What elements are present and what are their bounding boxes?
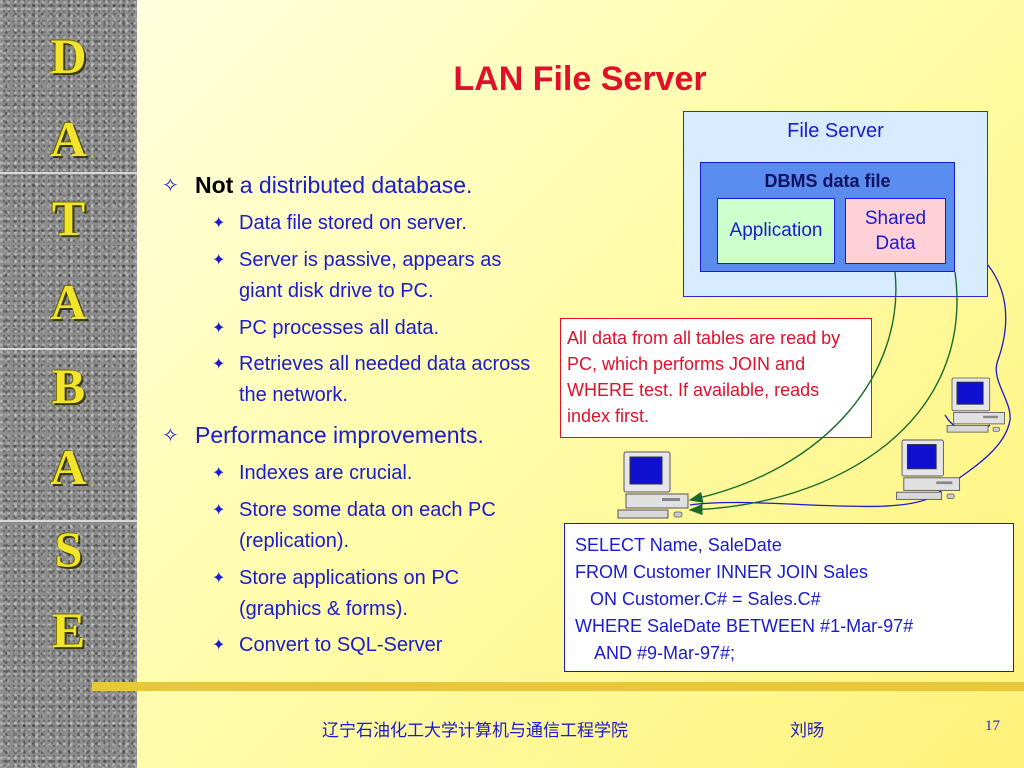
footer-author: 刘旸 (790, 721, 824, 741)
sidebar-divider (0, 172, 137, 174)
sidebar-letter: S (54, 521, 83, 577)
shared-data-label-line1: Shared (864, 208, 927, 229)
shared-data-label-line2: Data (875, 233, 916, 254)
dbms-label: DBMS data file (764, 171, 891, 191)
bullet-star-icon: ✦ (212, 570, 226, 587)
sql-query-box: SELECT Name, SaleDate FROM Customer INNE… (564, 523, 1014, 672)
bullet-text: Server is passive, appears as giant disk… (239, 249, 502, 302)
bullet-text: Data file stored on server. (239, 212, 467, 234)
file-server-label: File Server (787, 120, 884, 142)
sql-line: FROM Customer INNER JOIN Sales (575, 562, 869, 582)
bullet-star-icon: ✦ (212, 320, 226, 337)
slide-title: LAN File Server (453, 60, 707, 98)
read-arrow (688, 271, 958, 516)
sidebar-letter: E (51, 602, 86, 658)
bullet-star-icon: ✦ (212, 502, 226, 519)
sidebar-divider (0, 348, 137, 350)
read-arrow (688, 271, 897, 503)
footer-institution: 辽宁石油化工大学计算机与通信工程学院 (322, 721, 628, 741)
bullet-text: a distributed database. (233, 172, 473, 198)
bullet-text: Indexes are crucial. (239, 462, 413, 484)
sidebar-letter: D (50, 28, 87, 84)
bullet-star-icon: ✦ (212, 356, 226, 373)
sidebar-letter: A (50, 274, 87, 330)
bullet-text: PC processes all data. (239, 317, 440, 339)
bullet-star-icon: ✦ (212, 252, 226, 269)
bullet-star-icon: ✦ (212, 215, 226, 232)
bullet-emphasis: Not (195, 172, 234, 198)
sql-line: SELECT Name, SaleDate (575, 535, 782, 555)
bullet-text: Store applications on PC (graphics & for… (239, 567, 460, 620)
shared-data-box: Shared Data (845, 198, 946, 264)
footer-rule (92, 682, 1024, 691)
bullet-diamond-icon: ✧ (162, 175, 179, 197)
page-number: 17 (985, 718, 1000, 734)
sql-line: WHERE SaleDate BETWEEN #1-Mar-97# (575, 616, 914, 636)
bullet-star-icon: ✦ (212, 465, 226, 482)
bullet-text: Convert to SQL-Server (239, 634, 443, 656)
sql-line: ON Customer.C# = Sales.C# (575, 589, 821, 609)
sql-line: AND #9-Mar-97#; (575, 643, 736, 663)
application-label: Application (729, 220, 823, 241)
bullet-diamond-icon: ✧ (162, 425, 179, 447)
application-box: Application (717, 198, 835, 264)
bullet-text: Store some data on each PC (replication)… (239, 499, 496, 552)
sidebar-letter: T (51, 190, 86, 246)
pc-computer-icon (617, 451, 689, 519)
bullet-star-icon: ✦ (212, 637, 226, 654)
sidebar-letter: A (50, 111, 87, 167)
bullet-text: Retrieves all needed data across the net… (239, 353, 531, 406)
sidebar-letter: A (50, 439, 87, 495)
network-cable (689, 264, 1011, 508)
sidebar-letter: B (51, 358, 86, 414)
note-callout: All data from all tables are read by PC,… (560, 318, 872, 438)
sidebar-divider (0, 520, 137, 522)
sidebar: D A T A B A S E (0, 0, 137, 768)
bullet-text: Performance improvements. (195, 422, 484, 448)
pc-computer-icon (896, 439, 961, 500)
pc-computer-icon (946, 377, 1005, 433)
